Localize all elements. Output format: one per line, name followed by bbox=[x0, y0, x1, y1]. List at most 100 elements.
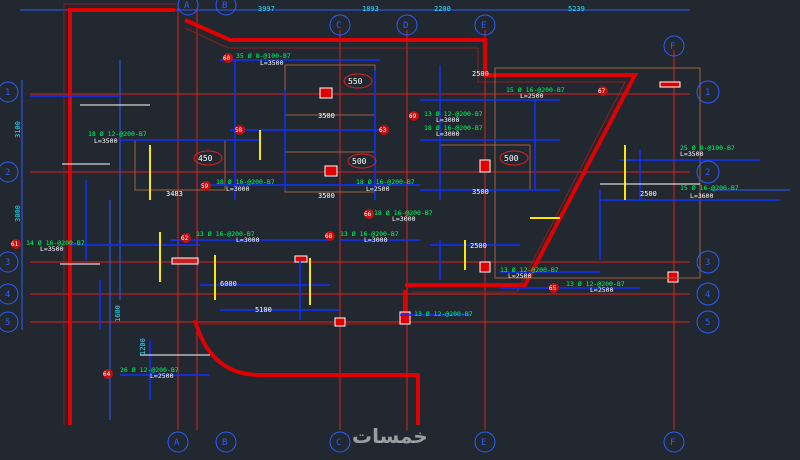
mark-num-6: 65 bbox=[549, 285, 557, 292]
mark-num-1: 60 bbox=[223, 55, 231, 62]
span-dim-9: 2500 bbox=[472, 70, 489, 78]
span-dim-3: 3500 bbox=[318, 192, 335, 200]
mark-num-7: 61 bbox=[11, 241, 19, 248]
grid-bubble-left-5: 5 bbox=[5, 318, 10, 328]
rebar-length-16: L=2500 bbox=[150, 372, 174, 380]
rebar-label-4: 13 Ø 12-@200-B7 bbox=[424, 110, 483, 118]
top-dim-4: 5239 bbox=[568, 5, 585, 13]
span-dimensions: 3500 3483 3500 3500 2500 2500 6000 5100 … bbox=[166, 70, 657, 314]
rebar-length-7: L=3600 bbox=[690, 192, 714, 200]
rebar-label-10: 18 Ø 16-@200-B7 bbox=[374, 209, 433, 217]
grid-bubble-left-4: 4 bbox=[5, 290, 10, 300]
grid-bubble-bottom-b: B bbox=[222, 438, 227, 448]
grid-bubbles-top: A B C D E F bbox=[177, 0, 685, 57]
rebar-length-10: L=3000 bbox=[392, 215, 416, 223]
mark-num-10: 68 bbox=[325, 233, 333, 240]
mark-num-11: 58 bbox=[235, 127, 243, 134]
slab-mark-3: 500 bbox=[352, 157, 367, 166]
top-dimensions: 3997 1893 2200 5239 bbox=[258, 5, 585, 13]
mark-num-3: 63 bbox=[379, 127, 387, 134]
rebar-length-3: L=3500 bbox=[94, 137, 118, 145]
rebar-length-1: L=3500 bbox=[260, 59, 284, 67]
grid-bubbles-bottom: A B C E F bbox=[167, 431, 685, 453]
grid-bubble-top-a: A bbox=[184, 1, 190, 11]
grid-bubble-right-2: 2 bbox=[705, 168, 710, 178]
slab-mark-2: 450 bbox=[198, 154, 213, 163]
grid-lines bbox=[30, 8, 690, 430]
rebar-label-14: 13 Ø 12-@200-B7 bbox=[566, 280, 625, 288]
span-dim-7: 6000 bbox=[220, 280, 237, 288]
grid-bubble-top-f: F bbox=[670, 42, 675, 52]
rebar-label-11: 13 Ø 16-@200-B7 bbox=[196, 230, 255, 238]
rebar-label-15: 13 Ø 12-@200-B7 bbox=[414, 310, 473, 318]
top-dim-3: 2200 bbox=[434, 5, 451, 13]
left-dimensions: 3100 3000 1600 1200 bbox=[14, 121, 147, 355]
span-dim-1: 3500 bbox=[318, 112, 335, 120]
rebar-length-9: L=2500 bbox=[366, 185, 390, 193]
grid-bubble-left-2: 2 bbox=[5, 168, 10, 178]
grid-bubble-top-e: E bbox=[481, 21, 486, 31]
slab-mark-1: 550 bbox=[348, 77, 363, 86]
mark-num-8: 69 bbox=[409, 113, 417, 120]
span-dim-8: 5100 bbox=[255, 306, 272, 314]
rebar-length-13: L=2500 bbox=[508, 272, 532, 280]
rebar-label-6: 25 Ø 8-@100-B7 bbox=[680, 144, 735, 152]
mark-numbers: 60 67 63 66 62 65 61 69 64 68 58 59 bbox=[11, 53, 608, 379]
mark-num-4: 66 bbox=[364, 211, 372, 218]
left-dim-3: 1600 bbox=[114, 305, 122, 322]
left-dim-2: 3000 bbox=[14, 205, 22, 222]
grid-bubble-top-c: C bbox=[336, 21, 341, 31]
span-dim-5: 2500 bbox=[470, 242, 487, 250]
rebar-length-2: L=2500 bbox=[520, 92, 544, 100]
rebar-label-16: 26 Ø 12-@200-B7 bbox=[120, 366, 179, 374]
rebar-label-12: 13 Ø 16-@200-B7 bbox=[340, 230, 399, 238]
grid-bubble-right-4: 4 bbox=[705, 290, 710, 300]
mark-num-2: 67 bbox=[598, 88, 606, 95]
rebar-label-13: 13 Ø 12-@200-B7 bbox=[500, 266, 559, 274]
grid-bubble-bottom-e: E bbox=[481, 438, 486, 448]
rebar-label-2: 15 Ø 16-@200-B7 bbox=[506, 86, 565, 94]
rebar-length-14: L=2500 bbox=[590, 286, 614, 294]
span-dim-4: 3500 bbox=[472, 188, 489, 196]
rebar-label-17: 14 Ø 16-@200-B7 bbox=[26, 239, 85, 247]
white-ticks bbox=[60, 104, 700, 356]
slab-marks: 550 450 500 500 bbox=[193, 73, 529, 169]
wall-inner bbox=[63, 3, 626, 425]
rebar-label-5: 18 Ø 16-@200-B7 bbox=[424, 124, 483, 132]
rebar-length-17: L=3500 bbox=[40, 245, 64, 253]
grid-bubble-bottom-f: F bbox=[670, 438, 675, 448]
grid-bubble-right-3: 3 bbox=[705, 258, 710, 268]
mark-num-12: 59 bbox=[201, 183, 209, 190]
rebar-labels: 35 Ø 8-@100-B7 L=3500 15 Ø 16-@200-B7 L=… bbox=[26, 52, 739, 380]
mark-num-9: 64 bbox=[103, 371, 111, 378]
grid-bubble-top-d: D bbox=[403, 21, 408, 31]
grid-bubble-bottom-c: C bbox=[336, 438, 341, 448]
columns bbox=[171, 81, 681, 327]
grid-bubble-right-5: 5 bbox=[705, 318, 710, 328]
grid-bubble-left-3: 3 bbox=[5, 258, 10, 268]
rebar-yellow bbox=[149, 130, 626, 305]
left-dim-4: 1200 bbox=[139, 338, 147, 355]
top-dim-2: 1893 bbox=[362, 5, 379, 13]
rebar-length-8: L=3000 bbox=[226, 185, 250, 193]
rebar-label-7: 15 Ø 16-@200-B7 bbox=[680, 184, 739, 192]
rebar-label-9: 18 Ø 16-@200-B7 bbox=[356, 178, 415, 186]
rebar-length-12: L=3000 bbox=[364, 236, 388, 244]
rebar-length-5: L=3000 bbox=[436, 130, 460, 138]
mark-num-5: 62 bbox=[181, 235, 189, 242]
span-dim-6: 2500 bbox=[640, 190, 657, 198]
grid-bubbles-left: 1 2 3 4 5 bbox=[0, 81, 19, 333]
grid-bubble-left-1: 1 bbox=[5, 88, 10, 98]
grid-bubbles-right: 1 2 3 4 5 bbox=[696, 80, 720, 334]
rebar-length-6: L=3500 bbox=[680, 150, 704, 158]
rebar-length-11: L=3000 bbox=[236, 236, 260, 244]
rebar-label-3: 18 Ø 12-@200-B7 bbox=[88, 130, 147, 138]
grid-bubble-bottom-a: A bbox=[174, 438, 180, 448]
slab-mark-4: 500 bbox=[504, 154, 519, 163]
grid-bubble-top-b: B bbox=[222, 1, 227, 11]
rebar-label-1: 35 Ø 8-@100-B7 bbox=[236, 52, 291, 60]
span-dim-2: 3483 bbox=[166, 190, 183, 198]
rebar-label-8: 18 Ø 16-@200-B7 bbox=[216, 178, 275, 186]
